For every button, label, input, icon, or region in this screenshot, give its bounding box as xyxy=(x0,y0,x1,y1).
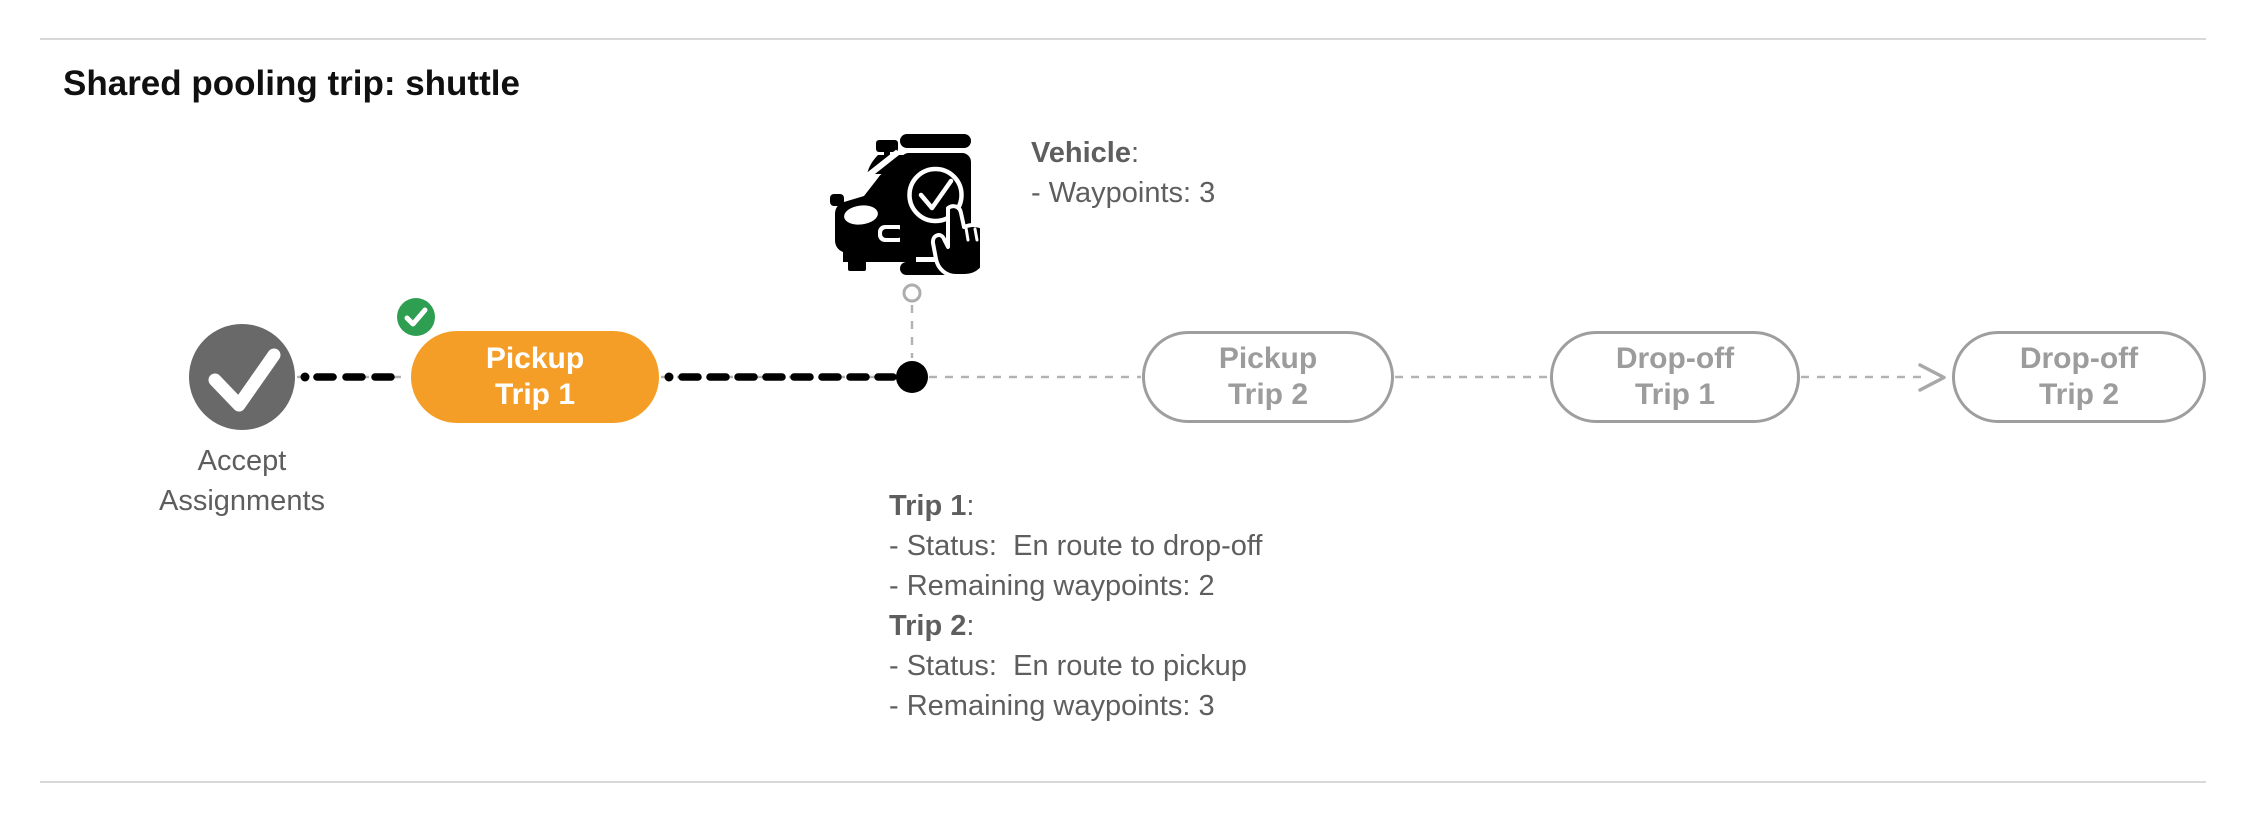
check-icon xyxy=(208,348,281,412)
accept-label-line1: Accept xyxy=(197,445,287,477)
pill-label-line1: Drop-off xyxy=(1615,342,1735,375)
pill-label-line2: Trip 2 xyxy=(1227,378,1309,411)
vehicle-icon xyxy=(820,124,989,279)
check-circle-icon xyxy=(907,166,964,224)
pill-label-line1: Pickup xyxy=(485,342,585,375)
vehicle-waypoints: - Waypoints: 3 xyxy=(1031,177,1216,209)
current-position-dot xyxy=(896,361,928,393)
trip2-status: - Status: En route to pickup xyxy=(889,650,1247,682)
node-pickup-trip-2: Pickup Trip 2 xyxy=(1142,331,1394,423)
pill-label-line2: Trip 2 xyxy=(2038,378,2120,411)
node-dropoff-trip-1: Drop-off Trip 1 xyxy=(1550,331,1800,423)
trip-status-info: Trip 1: - Status: En route to drop-off -… xyxy=(889,486,1262,726)
pill-label-line1: Drop-off xyxy=(2019,342,2139,375)
arrow-right-icon xyxy=(1918,363,1946,392)
top-divider xyxy=(40,38,2206,40)
node-pickup-trip-1: Pickup Trip 1 xyxy=(411,331,659,423)
vehicle-heading: Vehicle: xyxy=(1031,137,1140,169)
node-dropoff-trip-2: Drop-off Trip 2 xyxy=(1952,331,2206,423)
check-icon xyxy=(404,307,428,327)
vehicle-info: Vehicle: - Waypoints: 3 xyxy=(1031,133,1215,213)
accept-assignments-label: Accept Assignments xyxy=(82,441,402,521)
completed-badge xyxy=(397,298,435,336)
trip2-remaining: - Remaining waypoints: 3 xyxy=(889,690,1215,722)
pill-label-line1: Pickup xyxy=(1218,342,1318,375)
bottom-divider xyxy=(40,781,2206,783)
trip1-remaining: - Remaining waypoints: 2 xyxy=(889,570,1215,602)
pill-label-line2: Trip 1 xyxy=(1634,378,1716,411)
trip2-heading: Trip 2: xyxy=(889,610,975,642)
pill-label-line2: Trip 1 xyxy=(494,378,576,411)
check-icon xyxy=(918,178,954,211)
completed-path-dashes xyxy=(300,372,897,382)
accept-assignments-node xyxy=(189,324,295,430)
accept-label-line2: Assignments xyxy=(158,485,325,517)
trip1-status: - Status: En route to drop-off xyxy=(889,530,1263,562)
trip1-heading: Trip 1: xyxy=(889,490,975,522)
page-title: Shared pooling trip: shuttle xyxy=(63,64,520,103)
stop-marker-circle xyxy=(902,283,922,303)
hand-pointer-icon xyxy=(930,204,989,278)
